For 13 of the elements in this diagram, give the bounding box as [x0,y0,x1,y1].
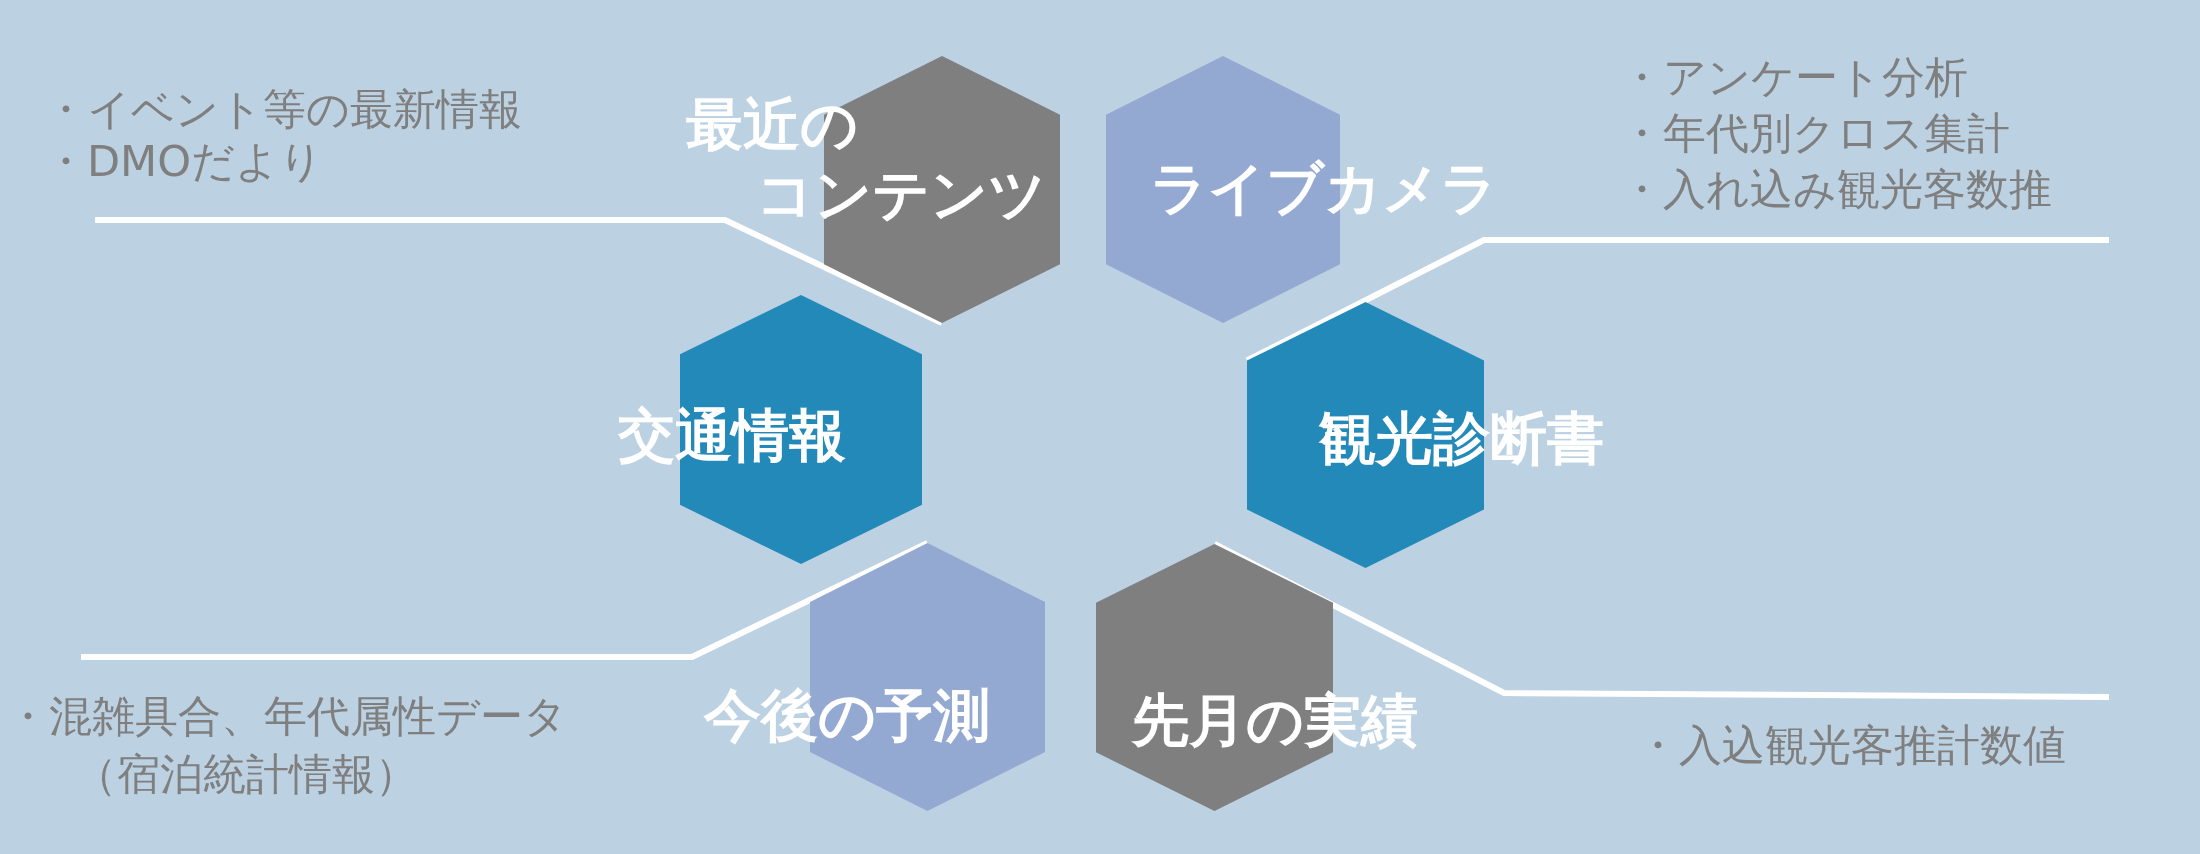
hexagon-label: ライブカメラ [1150,160,1498,217]
leader-line [81,540,929,660]
leader-line [1213,541,2109,700]
hexagon-label: 今後の予測 [704,687,990,744]
bullet-text: ・DMOだより [44,140,324,183]
bullet-text: ・入込観光客推計数値 [1636,724,2066,767]
bullet-text: ・アンケート分析 [1620,56,1968,99]
bullet-text: ・年代別クロス集計 [1620,112,2010,155]
leader-line [95,217,944,326]
bullet-text: ・イベント等の最新情報 [44,88,522,131]
bullet-text: ・混雑具合、年代属性データ [6,695,567,738]
bullet-text: ・入れ込み観光客数推 [1620,168,2052,211]
bullet-text: （宿泊統計情報） [74,753,418,796]
